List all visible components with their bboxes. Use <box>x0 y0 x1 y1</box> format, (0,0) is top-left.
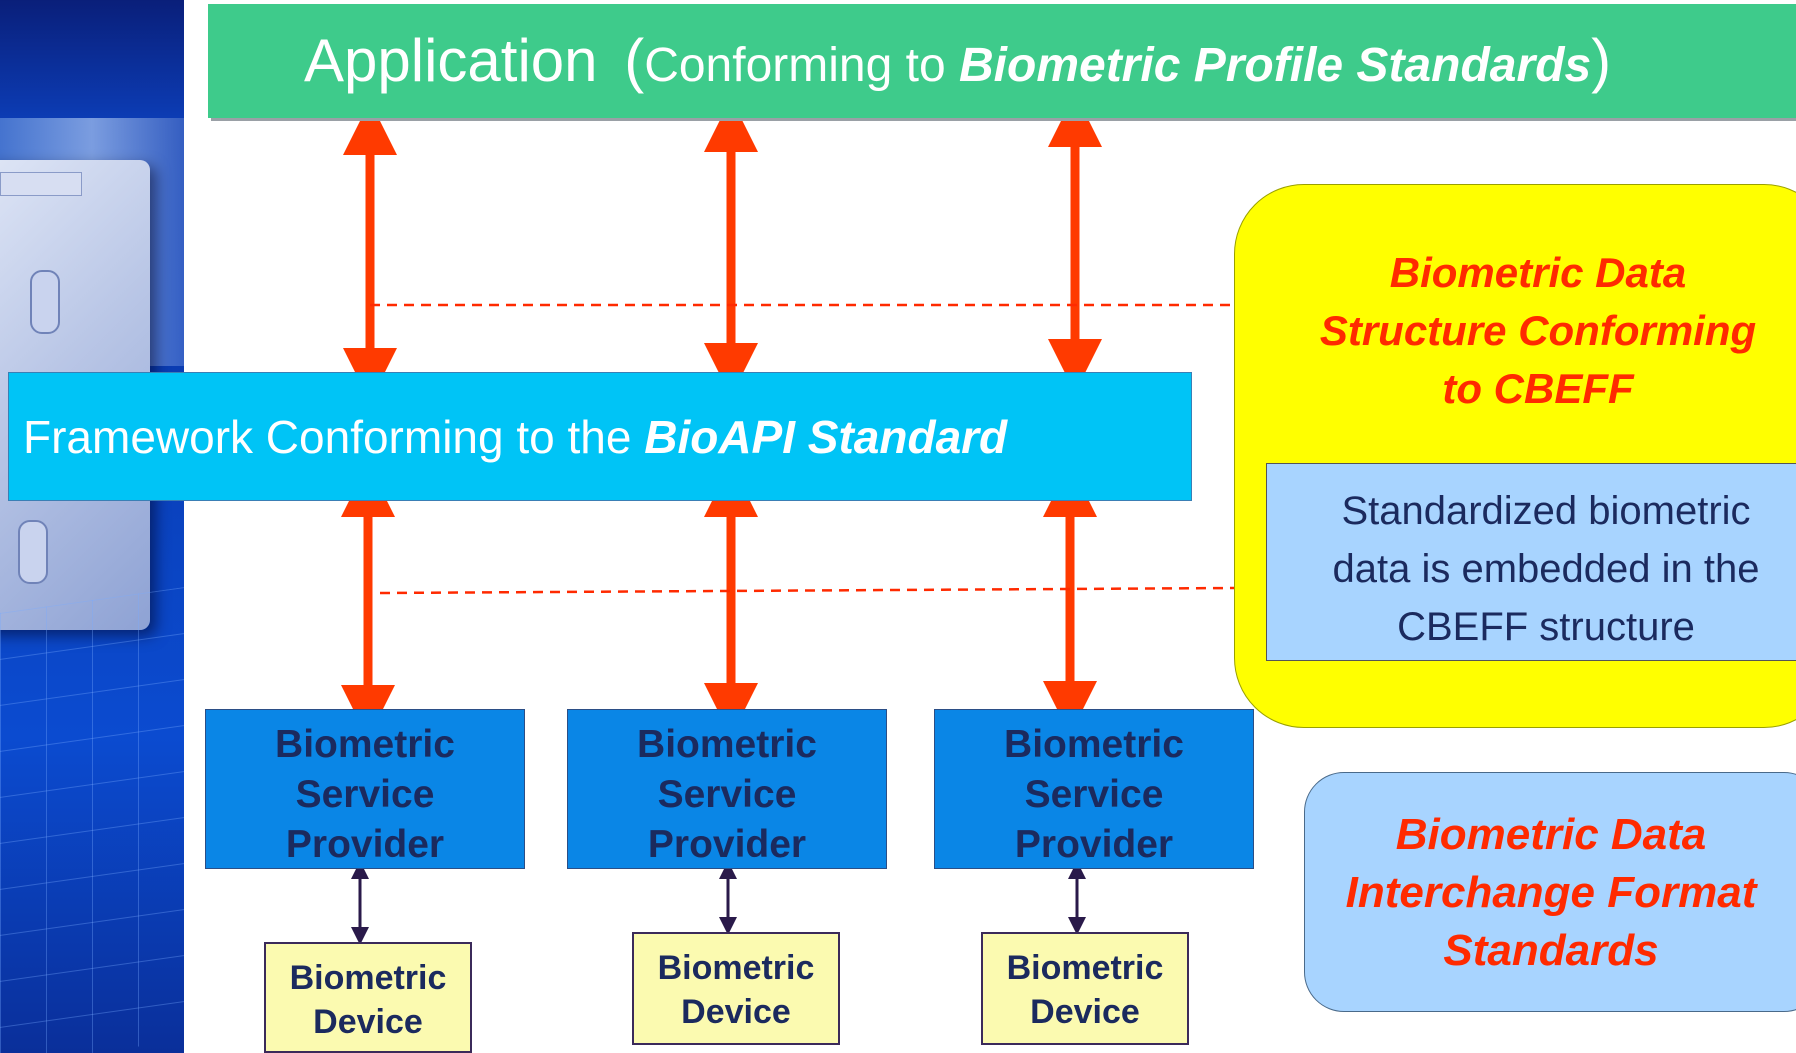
device-box-3: Biometric Device <box>981 932 1189 1045</box>
background-top-strip <box>0 0 184 118</box>
device-3-line2: Device <box>1030 993 1140 1031</box>
lower-arrows <box>341 463 1097 739</box>
embed-line3: CBEFF structure <box>1397 605 1695 649</box>
device-arrows <box>351 861 1086 945</box>
bsp-box-3: Biometric Service Provider <box>934 709 1254 869</box>
device-2-line1: Biometric <box>657 949 815 987</box>
application-label: Application <box>304 27 598 94</box>
cbeff-title-line1: Biometric Data <box>1389 249 1687 296</box>
cbeff-embed-note: Standardized biometric data is embedded … <box>1266 463 1796 661</box>
device-box-1: Biometric Device <box>264 942 472 1053</box>
bsp-1-line3: Provider <box>285 823 445 866</box>
bsp-2-line2: Service <box>657 773 797 816</box>
interchange-line2: Interchange Format <box>1345 868 1757 917</box>
bsp-1-line1: Biometric <box>275 723 455 766</box>
application-box: Application (Conforming to Biometric Pro… <box>208 4 1796 118</box>
dashed-line-lower <box>379 586 1237 595</box>
bsp-1-line2: Service <box>295 773 435 816</box>
bsp-box-2: Biometric Service Provider <box>567 709 887 869</box>
bsp-3-line3: Provider <box>1014 823 1174 866</box>
interchange-line3: Standards <box>1443 926 1659 975</box>
embed-line2: data is embedded in the <box>1332 547 1760 591</box>
embed-line1: Standardized biometric <box>1341 489 1751 533</box>
framework-prefix: Framework Conforming to the <box>23 411 645 463</box>
background-grid <box>0 587 184 1053</box>
interchange-title: Biometric Data Interchange Format Standa… <box>1306 806 1796 980</box>
framework-box: Framework Conforming to the BioAPI Stand… <box>8 372 1192 501</box>
safe-hinge-bottom <box>18 520 48 584</box>
framework-emphasis: BioAPI Standard <box>644 411 1008 463</box>
cbeff-title-line2: Structure Conforming <box>1319 307 1757 354</box>
device-box-2: Biometric Device <box>632 932 840 1045</box>
bsp-2-line1: Biometric <box>637 723 817 766</box>
safe-label-plate <box>0 172 82 196</box>
application-emphasis: Biometric Profile Standards <box>959 39 1592 92</box>
interchange-panel <box>1304 772 1796 1012</box>
cbeff-title: Biometric Data Structure Conforming to C… <box>1250 244 1796 418</box>
device-1-line2: Device <box>313 1003 423 1041</box>
bsp-3-line2: Service <box>1024 773 1164 816</box>
application-paren-close: ) <box>1591 27 1612 94</box>
bsp-3-line1: Biometric <box>1004 723 1184 766</box>
upper-arrows <box>343 93 1102 402</box>
bsp-2-line3: Provider <box>647 823 807 866</box>
application-paren-open: ( <box>624 27 645 94</box>
cbeff-title-line3: to CBEFF <box>1442 365 1634 412</box>
bsp-box-1: Biometric Service Provider <box>205 709 525 869</box>
interchange-line1: Biometric Data <box>1395 810 1707 859</box>
device-3-line1: Biometric <box>1006 949 1164 987</box>
device-1-line1: Biometric <box>289 959 447 997</box>
safe-hinge-top <box>30 270 60 334</box>
application-prefix: Conforming to <box>644 39 959 92</box>
device-2-line2: Device <box>681 993 791 1031</box>
decorative-background-panel <box>0 0 184 1053</box>
